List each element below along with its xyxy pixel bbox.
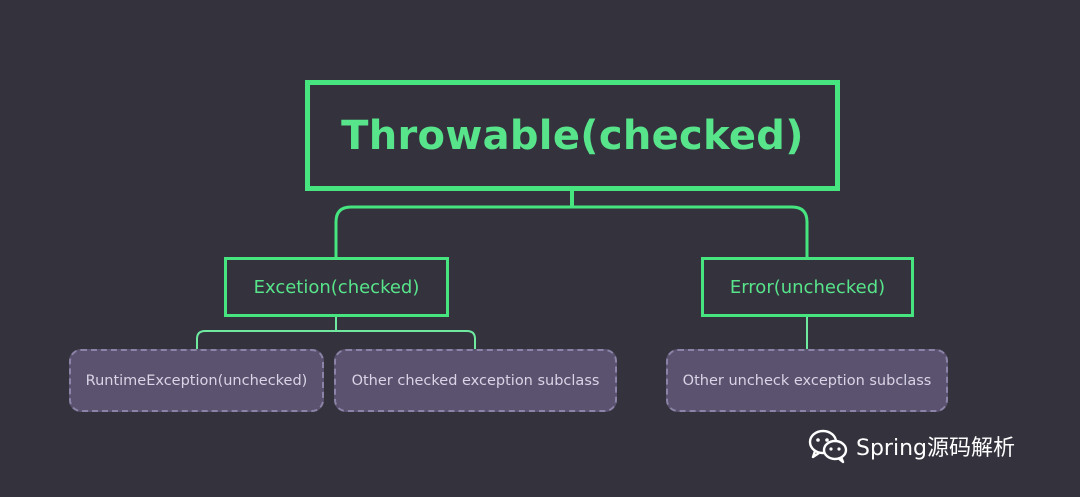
- other-checked-label: Other checked exception subclass: [351, 372, 600, 389]
- wechat-icon: [808, 429, 848, 464]
- connector-root-branch: [334, 205, 809, 257]
- connector-exception-branch: [196, 330, 476, 365]
- runtime-exception-node: RuntimeException(unchecked): [69, 349, 324, 412]
- throwable-node: Throwable(checked): [305, 80, 840, 191]
- watermark: Spring源码解析: [808, 426, 1015, 466]
- other-unchecked-label: Other uncheck exception subclass: [682, 372, 932, 389]
- exception-node: Excetion(checked): [224, 257, 449, 317]
- throwable-label: Throwable(checked): [341, 112, 804, 159]
- other-checked-node: Other checked exception subclass: [334, 349, 617, 412]
- error-node: Error(unchecked): [701, 257, 914, 317]
- watermark-text: Spring源码解析: [856, 436, 1015, 461]
- other-unchecked-node: Other uncheck exception subclass: [666, 349, 948, 412]
- error-label: Error(unchecked): [729, 276, 886, 298]
- runtime-exception-label: RuntimeException(unchecked): [85, 372, 308, 389]
- exception-label: Excetion(checked): [253, 276, 420, 298]
